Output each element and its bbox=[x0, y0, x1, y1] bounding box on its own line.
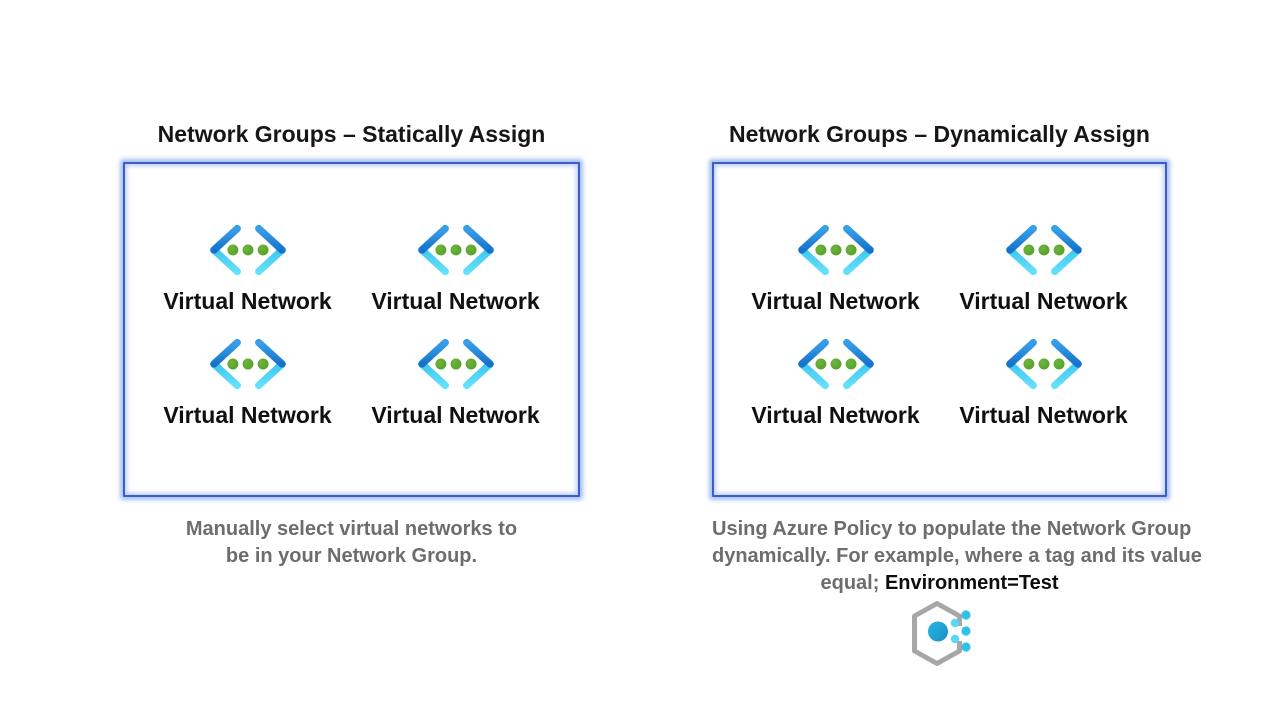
vnet-label: Virtual Network bbox=[751, 402, 920, 428]
panel-title-static: Network Groups – Statically Assign bbox=[157, 121, 546, 147]
vnet-item: Virtual Network bbox=[149, 338, 347, 429]
virtual-network-icon bbox=[797, 224, 874, 276]
caption-line: dynamically. For example, where a tag an… bbox=[712, 545, 1202, 567]
vnet-row: Virtual Network Virtual Network bbox=[714, 338, 1165, 429]
virtual-network-icon bbox=[209, 224, 286, 276]
virtual-network-icon bbox=[797, 338, 874, 390]
vnet-label: Virtual Network bbox=[371, 288, 540, 314]
azure-policy-icon bbox=[911, 601, 971, 666]
vnet-row: Virtual Network Virtual Network bbox=[714, 224, 1165, 315]
panel-title-dynamic: Network Groups – Dynamically Assign bbox=[729, 121, 1150, 147]
panel-statically-assign: Network Groups – Statically Assign Virtu… bbox=[123, 0, 580, 720]
policy-icon-wrap bbox=[712, 601, 1167, 667]
vnet-item: Virtual Network bbox=[357, 338, 555, 429]
caption-line: Using Azure Policy to populate the Netwo… bbox=[712, 518, 1192, 540]
vnet-item: Virtual Network bbox=[945, 224, 1143, 315]
virtual-network-icon bbox=[209, 338, 286, 390]
caption-static: Manually select virtual networks to be i… bbox=[123, 516, 580, 570]
vnet-item: Virtual Network bbox=[357, 224, 555, 315]
vnet-label: Virtual Network bbox=[959, 288, 1128, 314]
caption-dynamic: Using Azure Policy to populate the Netwo… bbox=[712, 516, 1202, 597]
vnet-item: Virtual Network bbox=[737, 338, 935, 429]
caption-tag-prefix: equal; bbox=[820, 572, 885, 594]
vnet-label: Virtual Network bbox=[959, 402, 1128, 428]
caption-line: Manually select virtual networks to bbox=[185, 518, 518, 540]
virtual-network-icon bbox=[1005, 338, 1082, 390]
vnet-item: Virtual Network bbox=[737, 224, 935, 315]
virtual-network-icon bbox=[417, 224, 494, 276]
vnet-label: Virtual Network bbox=[371, 402, 540, 428]
panel-dynamically-assign: Network Groups – Dynamically Assign Virt… bbox=[712, 0, 1202, 720]
network-group-box-dynamic: Virtual Network Virtual Network bbox=[712, 162, 1167, 497]
caption-line-tag: equal; Environment=Test bbox=[712, 570, 1167, 597]
vnet-label: Virtual Network bbox=[163, 402, 332, 428]
network-group-box-static: Virtual Network Virtual Network bbox=[123, 162, 580, 497]
vnet-row: Virtual Network Virtual Network bbox=[125, 338, 578, 429]
vnet-label: Virtual Network bbox=[751, 288, 920, 314]
caption-tag-value: Environment=Test bbox=[884, 572, 1059, 594]
vnet-item: Virtual Network bbox=[945, 338, 1143, 429]
vnet-item: Virtual Network bbox=[149, 224, 347, 315]
caption-line: be in your Network Group. bbox=[225, 545, 478, 567]
vnet-label: Virtual Network bbox=[163, 288, 332, 314]
virtual-network-icon bbox=[1005, 224, 1082, 276]
vnet-row: Virtual Network Virtual Network bbox=[125, 224, 578, 315]
virtual-network-icon bbox=[417, 338, 494, 390]
